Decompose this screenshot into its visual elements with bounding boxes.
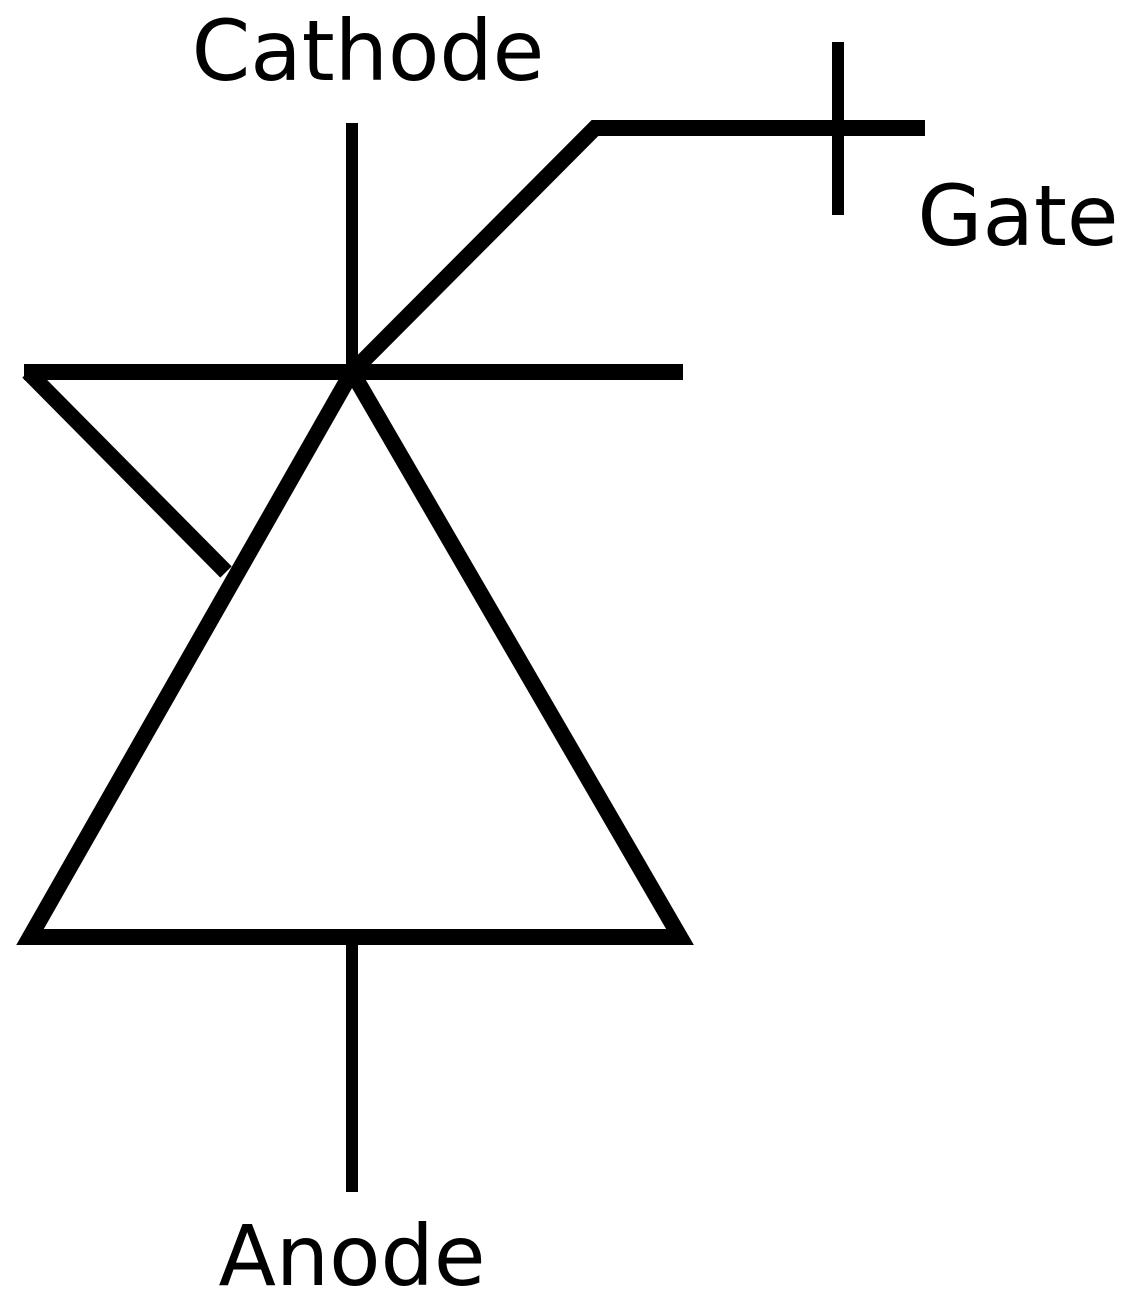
gate-lead [346, 120, 925, 378]
cathode-label: Cathode [192, 2, 545, 100]
anode-label: Anode [218, 1207, 485, 1297]
diode-triangle [16, 355, 694, 945]
cathode-bar-kink [22, 366, 232, 578]
gate-label: Gate [917, 167, 1118, 265]
